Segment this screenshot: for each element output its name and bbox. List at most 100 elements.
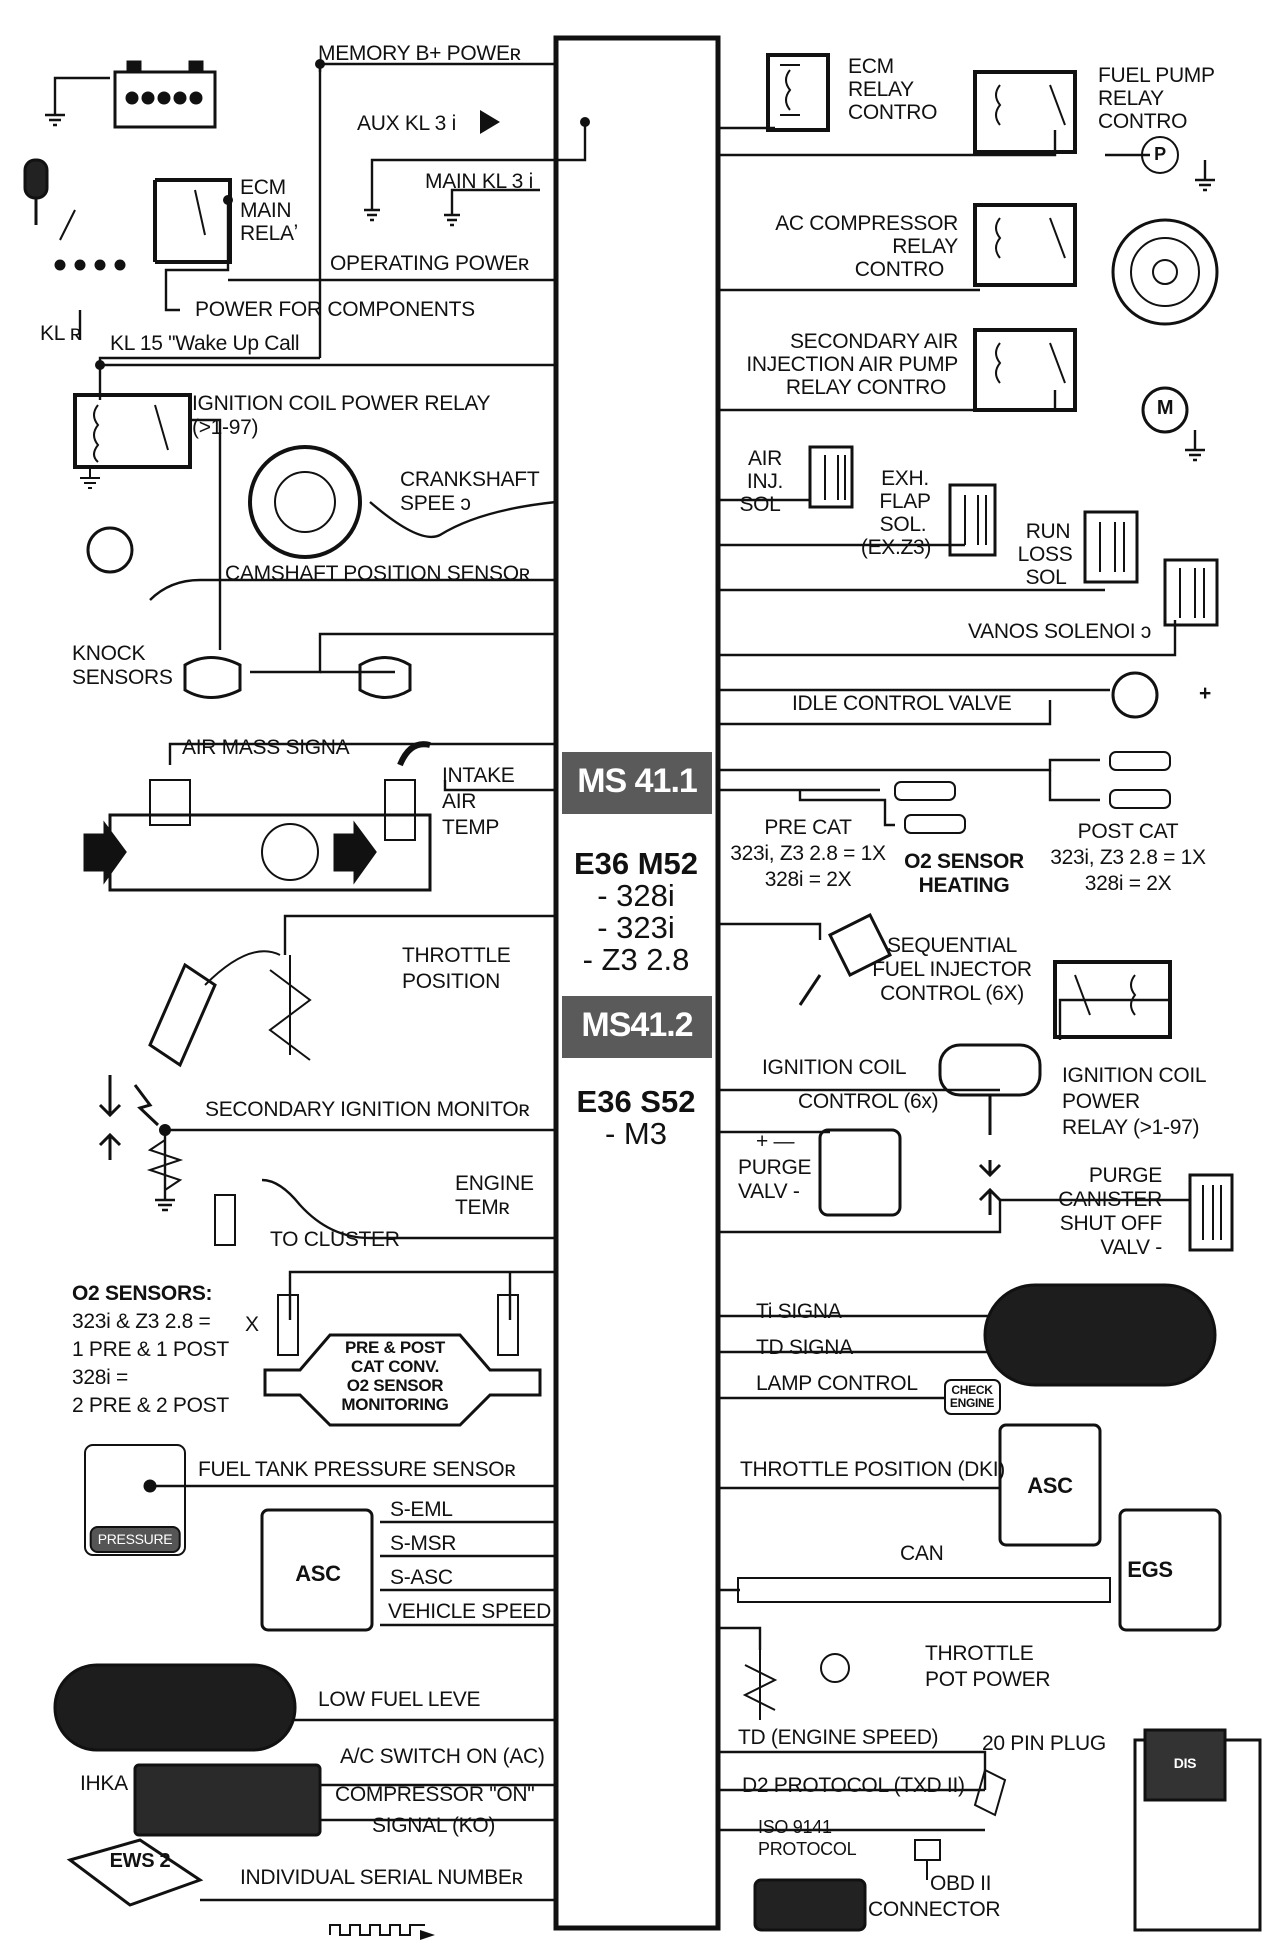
pin-plug-label: 20 PIN PLUG — [982, 1732, 1106, 1755]
idle-motor — [1111, 671, 1159, 719]
wire-o2-mon — [288, 1270, 556, 1320]
to-cluster-label: TO CLUSTER — [270, 1228, 400, 1251]
crankshaft-2: SPEE ɔ — [400, 492, 471, 515]
wire-knock-1 — [250, 632, 556, 674]
o2-heat-sensor-4 — [1109, 789, 1171, 809]
vanos-sol-box — [1163, 558, 1219, 627]
engine-temp-2: TEMʀ — [455, 1196, 510, 1219]
fuelpump-3: CONTRO — [1098, 110, 1188, 133]
ign-coil-relay-2: (>1-97) — [192, 416, 259, 439]
intake-arrow-left — [83, 820, 127, 885]
wire-aux — [370, 122, 587, 210]
pot-1: THROTTLE — [925, 1642, 1034, 1665]
accelerator-pedal — [148, 962, 217, 1068]
iso-2: PROTOCOL — [758, 1839, 857, 1859]
post-cat-1: POST CAT — [1077, 820, 1179, 843]
injector-2: FUEL INJECTOR — [872, 958, 1032, 981]
ti-label: Ti SIGNA — [756, 1300, 842, 1323]
ign-control-1: IGNITION COIL — [762, 1056, 907, 1079]
wire-vanos — [718, 620, 1177, 657]
wire-canister — [718, 1198, 1190, 1234]
engine-temp-1: ENGINE — [455, 1172, 534, 1195]
wire-injector — [718, 922, 822, 940]
fuelpump-2: RELAY — [1098, 87, 1164, 110]
asc-module-left — [260, 1508, 374, 1632]
iso-1: ISO 9141 — [758, 1817, 832, 1837]
throttle-2: POSITION — [402, 970, 500, 993]
wire-o2-heat-3 — [798, 790, 895, 827]
canister-4: VALV - — [1100, 1236, 1162, 1259]
can-label: CAN — [900, 1542, 944, 1565]
pressure-badge: PRESSURE — [89, 1526, 181, 1553]
wire-engine-temp — [261, 1178, 556, 1240]
wire-memory — [318, 62, 556, 72]
kl-r-label: KL ʀ — [40, 322, 81, 345]
o2-heat-sensor-2 — [904, 814, 966, 834]
idle-label: IDLE CONTROL VALVE — [792, 692, 1012, 715]
m52-model-3: - Z3 2.8 — [582, 942, 690, 977]
coil-spark-symbol — [978, 1160, 1002, 1215]
s-eml-label: S-EML — [390, 1498, 453, 1521]
ecm-main-relay — [153, 178, 232, 264]
crankshaft-wheel — [248, 445, 362, 559]
kl-15-label: KL 15 "Wake Up Call — [110, 332, 300, 355]
o2-line-1: 323i & Z3 2.8 = — [72, 1310, 211, 1333]
spark-symbol — [98, 1075, 122, 1160]
check-engine-lamp — [944, 1379, 1001, 1415]
intake-1: INTAKE — [442, 764, 515, 787]
air-inj-3: SOL — [739, 493, 781, 516]
serial-label: INDIVIDUAL SERIAL NUMBEʀ — [240, 1866, 523, 1889]
intake-3: TEMP — [442, 816, 500, 839]
wire-power-comp — [164, 200, 230, 312]
ac-comp-3: CONTRO — [854, 258, 945, 281]
wire-pot — [718, 1626, 762, 1650]
ign-coil-relay-box — [73, 393, 192, 469]
throttle-pot-power — [742, 1650, 778, 1720]
ac-relay-box — [973, 203, 1077, 287]
o2-heat-2: HEATING — [918, 874, 1010, 897]
d2-label: D2 PROTOCOL (TXD II) — [742, 1774, 965, 1797]
fuelpump-1: FUEL PUMP — [1098, 64, 1215, 87]
exhaust-pipe — [263, 1333, 542, 1427]
run-loss-1: RUN — [1025, 520, 1071, 543]
pre-cat-2: 323i, Z3 2.8 = 1X — [730, 842, 886, 865]
ecm-main-relay-3: RELAʼ — [240, 222, 299, 245]
intake-temp-sensor — [384, 779, 416, 841]
exh-flap-sol-box — [948, 483, 997, 557]
s-msr-label: S-MSR — [390, 1532, 457, 1555]
ac-comp-2: RELAY — [892, 235, 958, 258]
sec-air-2: INJECTION AIR PUMP — [746, 353, 958, 376]
pot-2: POT POWER — [925, 1668, 1051, 1691]
wire-idle-2 — [718, 700, 1052, 726]
knock-1: KNOCK — [72, 642, 146, 665]
egs-text: EGS — [1127, 1557, 1173, 1582]
ign-power-1: IGNITION COIL — [1062, 1064, 1207, 1087]
air-inj-1: AIR — [747, 447, 783, 470]
knock-sensor-1 — [183, 656, 242, 699]
serial-pulse-icon — [329, 1924, 425, 1936]
post-cat-2: 323i, Z3 2.8 = 1X — [1050, 846, 1206, 869]
obd-tool — [753, 1878, 867, 1932]
twenty-pin-plug — [973, 1768, 1007, 1817]
asc-module-right — [998, 1423, 1102, 1547]
ignition-key — [23, 158, 49, 200]
instrument-cluster-left — [53, 1663, 297, 1752]
o2-sensor-post — [497, 1294, 519, 1356]
ihka-panel — [133, 1763, 322, 1837]
operating-power-label: OPERATING POWEʀ — [330, 252, 529, 275]
ac-label: A/C SWITCH ON (AC) — [340, 1745, 545, 1768]
injector-3: CONTROL (6X) — [880, 982, 1024, 1005]
purge-valve-1: PURGE — [738, 1156, 812, 1179]
ecm-main-relay-2: MAIN — [240, 199, 292, 222]
o2-heat-1: O2 SENSOR — [904, 850, 1024, 873]
wire-main — [450, 188, 540, 215]
o2-line-2: 1 PRE & 1 POST — [72, 1338, 229, 1361]
asc-right-text: ASC — [1027, 1473, 1073, 1498]
wire-fuelpump — [718, 130, 1057, 157]
canister-2: CANISTER — [1058, 1188, 1162, 1211]
ews-label: EWS 2 — [109, 1850, 171, 1872]
exh-flap-4: (EX.Z3) — [860, 536, 932, 559]
o2-line-3: 328i = — [72, 1366, 129, 1389]
fuel-tank-sensor — [84, 1444, 186, 1556]
ign-power-2: POWER — [1062, 1090, 1140, 1113]
